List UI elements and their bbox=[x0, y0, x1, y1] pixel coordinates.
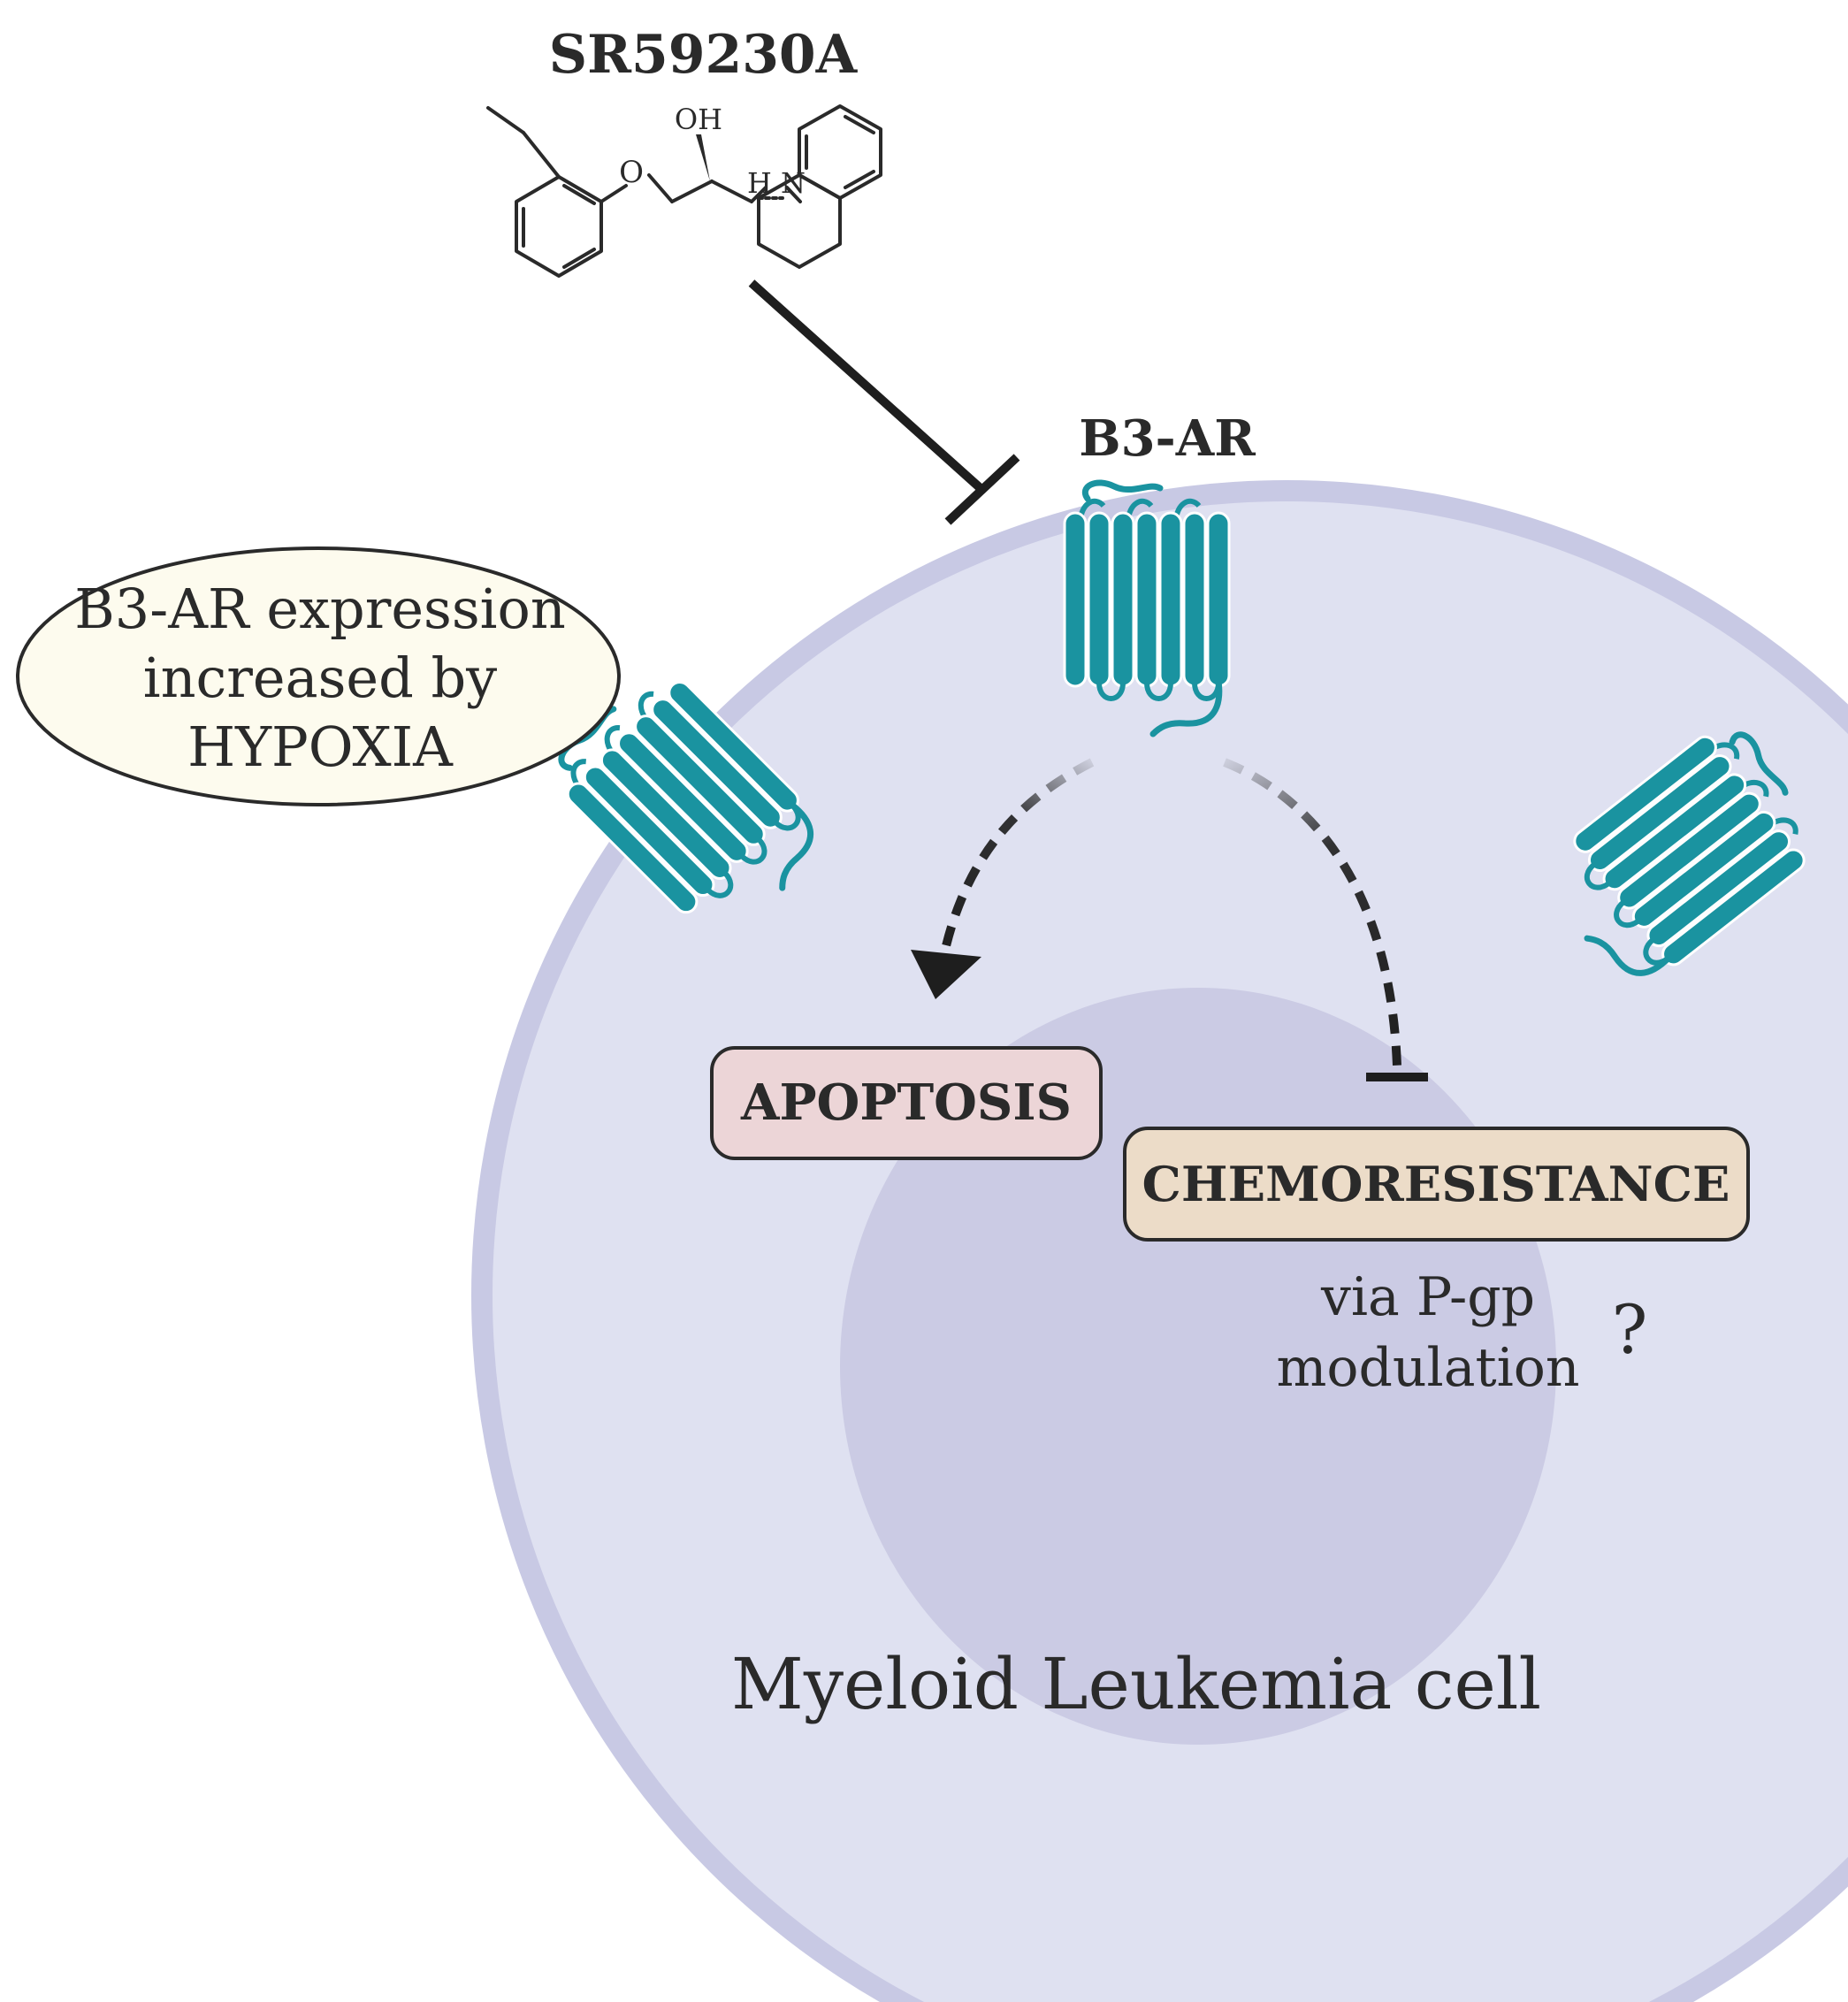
chemoresistance-box: CHEMORESISTANCE bbox=[1123, 1127, 1750, 1242]
apoptosis-arrowhead bbox=[911, 950, 981, 999]
receptor-to-apoptosis-arrow bbox=[940, 758, 1095, 955]
hypoxia-ellipse bbox=[16, 546, 621, 806]
atom-label-o: O bbox=[619, 155, 644, 190]
tetralin-aromatic-ring bbox=[798, 104, 882, 200]
hypoxia-line-1: B3-AR expression bbox=[74, 577, 566, 641]
atom-label-oh: OH bbox=[675, 103, 722, 136]
uncertain-question-mark: ? bbox=[1612, 1290, 1648, 1369]
mechanism-line-1: via P-gp bbox=[1320, 1266, 1535, 1328]
cell-label: Myeloid Leukemia cell bbox=[731, 1643, 1541, 1725]
drug-name-label: SR59230A bbox=[549, 24, 859, 86]
receptor-label: B3-AR bbox=[1079, 409, 1256, 468]
hypoxia-note: B3-AR expression increased by HYPOXIA bbox=[16, 546, 621, 806]
apoptosis-box: APOPTOSIS bbox=[710, 1046, 1103, 1160]
mechanism-line-2: modulation bbox=[1276, 1337, 1579, 1399]
chemoresistance-label: CHEMORESISTANCE bbox=[1142, 1156, 1730, 1212]
hypoxia-line-2: increased by bbox=[143, 646, 497, 710]
atom-label-nh: H N bbox=[747, 166, 806, 200]
drug-inhibits-receptor-line bbox=[748, 279, 1020, 525]
phenyl-ring bbox=[515, 175, 603, 278]
hypoxia-line-3: HYPOXIA bbox=[187, 714, 454, 779]
receptor-inhibits-chemoresistance-line bbox=[1223, 758, 1401, 1066]
apoptosis-label: APOPTOSIS bbox=[740, 1074, 1072, 1132]
sr59230a-structure bbox=[486, 104, 882, 278]
